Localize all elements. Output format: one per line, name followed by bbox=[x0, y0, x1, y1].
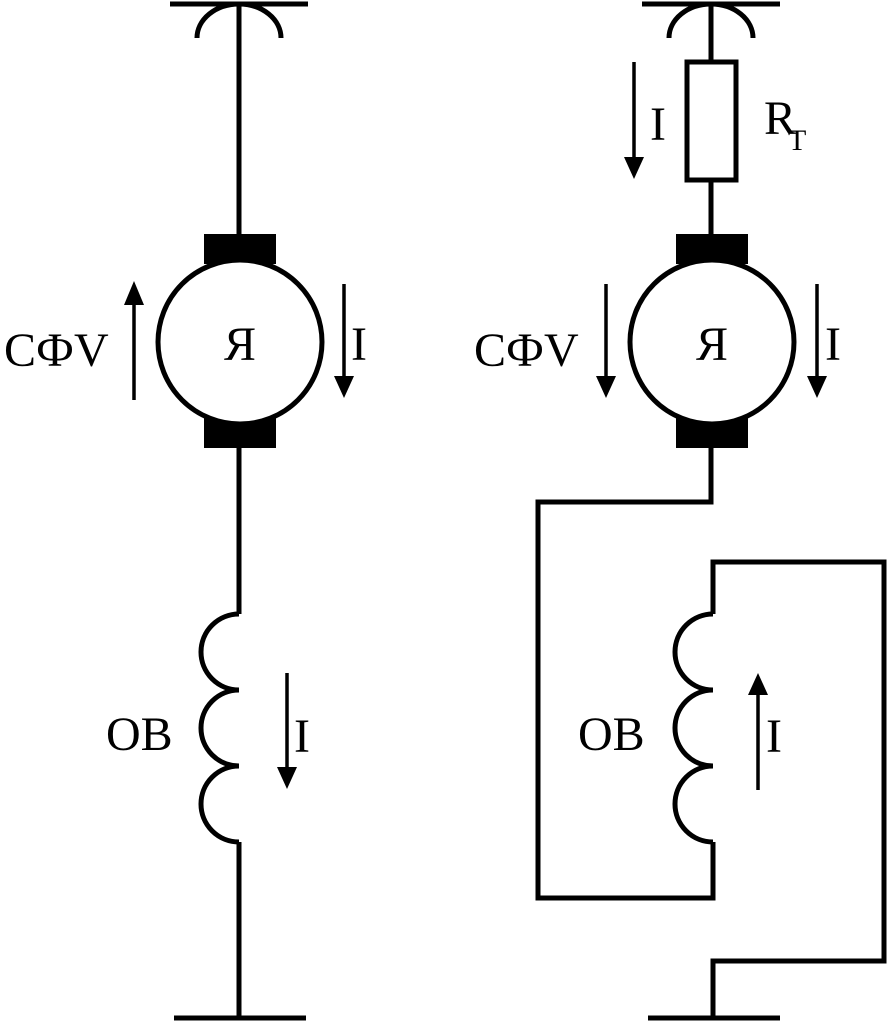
right-wire-outer-loop bbox=[535, 448, 716, 901]
left-armature-label: Я bbox=[224, 318, 256, 371]
right-resistor bbox=[684, 59, 739, 183]
left-emf-label: СФV bbox=[4, 324, 109, 377]
right-field-winding-label: ОВ bbox=[578, 708, 645, 761]
right-armature: Я bbox=[627, 234, 797, 448]
right-resistor-current-arrow bbox=[624, 62, 644, 179]
right-resistor-current-label: I bbox=[650, 98, 666, 151]
right-emf-arrow bbox=[596, 284, 616, 398]
right-armature-current-label: I bbox=[825, 318, 841, 371]
right-circuit: R T I Я СФV I ОВ bbox=[474, 1, 887, 1021]
right-wire-inner-loop bbox=[710, 559, 887, 1018]
left-armature-circle bbox=[155, 257, 325, 427]
left-field-current-label: I bbox=[294, 710, 310, 763]
right-resistor-subscript: T bbox=[788, 124, 806, 157]
left-circuit: Я СФV I ОВ I bbox=[4, 1, 367, 1021]
right-armature-circle bbox=[627, 257, 797, 427]
left-field-current-arrow bbox=[277, 673, 297, 789]
right-armature-label: Я bbox=[696, 318, 728, 371]
left-armature-current-label: I bbox=[351, 318, 367, 371]
right-emf-label: СФV bbox=[474, 324, 579, 377]
right-resistor-label: R bbox=[764, 92, 796, 145]
left-field-winding-label: ОВ bbox=[106, 708, 173, 761]
right-field-current-label: I bbox=[766, 710, 782, 763]
left-armature-current-arrow bbox=[334, 284, 354, 398]
left-emf-arrow bbox=[124, 281, 144, 400]
left-field-winding bbox=[198, 611, 240, 845]
right-field-winding bbox=[672, 611, 714, 845]
right-field-current-arrow bbox=[748, 673, 768, 790]
right-armature-current-arrow bbox=[807, 284, 827, 398]
left-armature: Я bbox=[155, 234, 325, 448]
